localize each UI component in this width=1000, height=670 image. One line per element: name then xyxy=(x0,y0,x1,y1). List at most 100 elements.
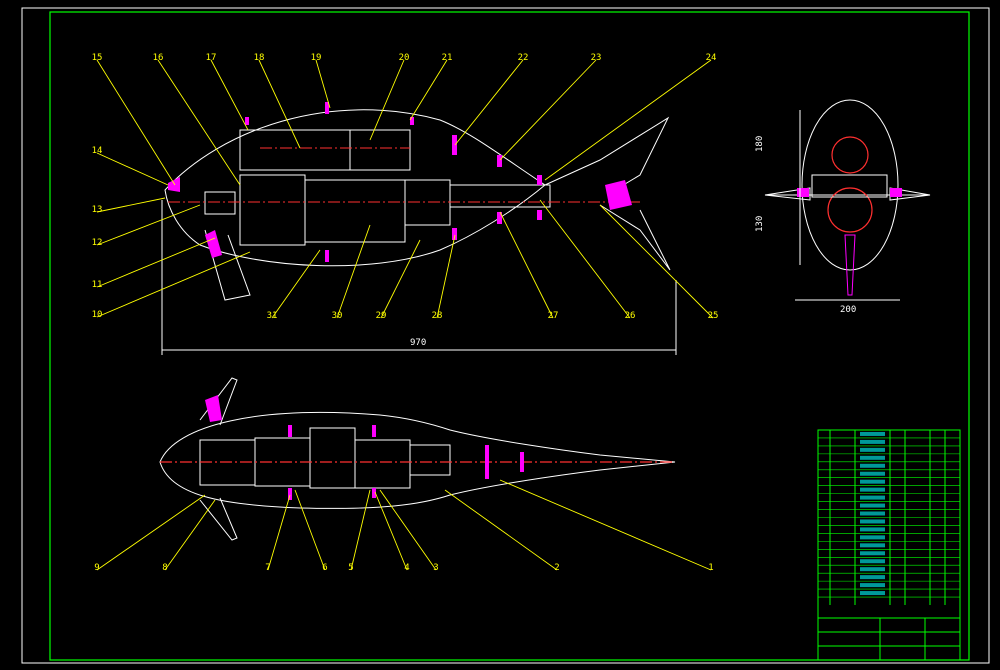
callout-label-21: 21 xyxy=(442,53,453,63)
top-rib-1 xyxy=(288,425,292,437)
top-rib-5 xyxy=(485,445,489,479)
callout-label-26: 26 xyxy=(625,311,636,321)
side-view: 970 xyxy=(161,102,677,355)
callout-label-9: 9 xyxy=(94,563,99,573)
callout-label-25: 25 xyxy=(708,311,719,321)
leader-line-12 xyxy=(96,204,201,246)
parts-list-entry xyxy=(860,527,885,532)
drive-shaft-tube xyxy=(449,184,551,208)
top-fin-lower xyxy=(199,497,238,541)
parts-list-entry xyxy=(860,431,885,436)
callout-label-27: 27 xyxy=(548,311,559,321)
callout-label-15: 15 xyxy=(92,53,103,63)
front-frame xyxy=(811,174,888,198)
callout-label-29: 29 xyxy=(376,311,387,321)
rib-top-2 xyxy=(452,135,457,155)
parts-list-entry xyxy=(860,495,885,500)
top-rib-4 xyxy=(372,488,376,498)
leader-line-29 xyxy=(380,239,421,319)
nose-mechanism xyxy=(204,191,236,215)
front-dim-180: 180 xyxy=(755,136,765,152)
leader-line-26 xyxy=(539,199,631,319)
callout-label-22: 22 xyxy=(518,53,529,63)
rib-top-4 xyxy=(245,117,249,125)
tail-joint xyxy=(605,180,632,210)
tail-fin-upper xyxy=(544,116,670,191)
tail-rib-1 xyxy=(537,175,542,185)
parts-list-entry xyxy=(860,551,885,556)
leader-line-23 xyxy=(499,59,597,161)
top-fin-root xyxy=(205,395,222,422)
top-hull-outline xyxy=(159,411,676,509)
callout-label-31: 31 xyxy=(267,311,278,321)
rib-bottom-2 xyxy=(452,228,457,240)
callout-label-5: 5 xyxy=(348,563,353,573)
leader-line-7 xyxy=(267,494,291,571)
front-dim-130: 130 xyxy=(755,216,765,232)
front-fin-root-left xyxy=(797,188,809,197)
leader-line-21 xyxy=(409,59,448,121)
callout-label-3: 3 xyxy=(433,563,438,573)
front-gear-lower xyxy=(827,187,873,233)
nose-cap xyxy=(168,177,180,192)
parts-list-entry xyxy=(860,535,885,540)
front-view: 180 130 200 xyxy=(755,99,931,315)
leader-line-24 xyxy=(544,59,712,181)
parts-list-rows xyxy=(818,431,960,598)
front-gear-upper xyxy=(831,136,869,174)
parts-list-entry xyxy=(860,575,885,580)
callout-label-19: 19 xyxy=(311,53,322,63)
motor-housing-upper xyxy=(349,129,411,171)
front-fin-root-right xyxy=(890,188,902,197)
rib-bottom-1 xyxy=(325,250,329,262)
parts-list-entry xyxy=(860,503,885,508)
callout-label-1: 1 xyxy=(708,563,713,573)
top-rib-6 xyxy=(520,452,524,472)
top-rib-3 xyxy=(372,425,376,437)
callout-label-24: 24 xyxy=(706,53,717,63)
rib-top-1 xyxy=(325,102,329,114)
callout-label-6: 6 xyxy=(322,563,327,573)
top-rib-2 xyxy=(288,488,292,500)
pectoral-fin xyxy=(204,229,251,301)
callout-label-16: 16 xyxy=(153,53,164,63)
title-box xyxy=(817,617,961,661)
leader-line-20 xyxy=(369,59,405,141)
callout-label-14: 14 xyxy=(92,146,103,156)
dim-length-label: 970 xyxy=(410,338,426,348)
leader-line-3 xyxy=(379,489,437,571)
leader-line-18 xyxy=(258,59,301,149)
parts-list-entry xyxy=(860,511,885,516)
gear-box xyxy=(239,174,306,246)
callout-label-10: 10 xyxy=(92,310,103,320)
callout-label-12: 12 xyxy=(92,238,103,248)
front-fin-left xyxy=(764,187,811,201)
leader-line-5 xyxy=(350,489,371,571)
rib-top-3 xyxy=(497,155,502,167)
callout-label-28: 28 xyxy=(432,311,443,321)
top-coupling xyxy=(409,444,451,476)
parts-list-entry xyxy=(860,455,885,460)
callout-label-2: 2 xyxy=(554,563,559,573)
parts-list-entry xyxy=(860,583,885,588)
parts-list-entry xyxy=(860,591,885,596)
callout-label-20: 20 xyxy=(399,53,410,63)
leader-line-6 xyxy=(294,489,326,571)
leader-line-30 xyxy=(336,224,371,319)
tail-rib-2 xyxy=(537,210,542,220)
leader-line-13 xyxy=(96,197,166,213)
leader-line-8 xyxy=(164,499,216,571)
leader-line-1 xyxy=(499,479,712,571)
fin-root xyxy=(205,230,222,258)
leader-line-28 xyxy=(436,234,456,319)
leader-line-4 xyxy=(374,491,408,571)
callout-label-18: 18 xyxy=(254,53,265,63)
leader-line-27 xyxy=(499,211,554,319)
front-dim-200: 200 xyxy=(840,305,856,315)
parts-list-entry xyxy=(860,479,885,484)
parts-list-entry xyxy=(860,487,885,492)
front-hull-outline xyxy=(801,99,899,271)
title-block xyxy=(817,429,961,661)
